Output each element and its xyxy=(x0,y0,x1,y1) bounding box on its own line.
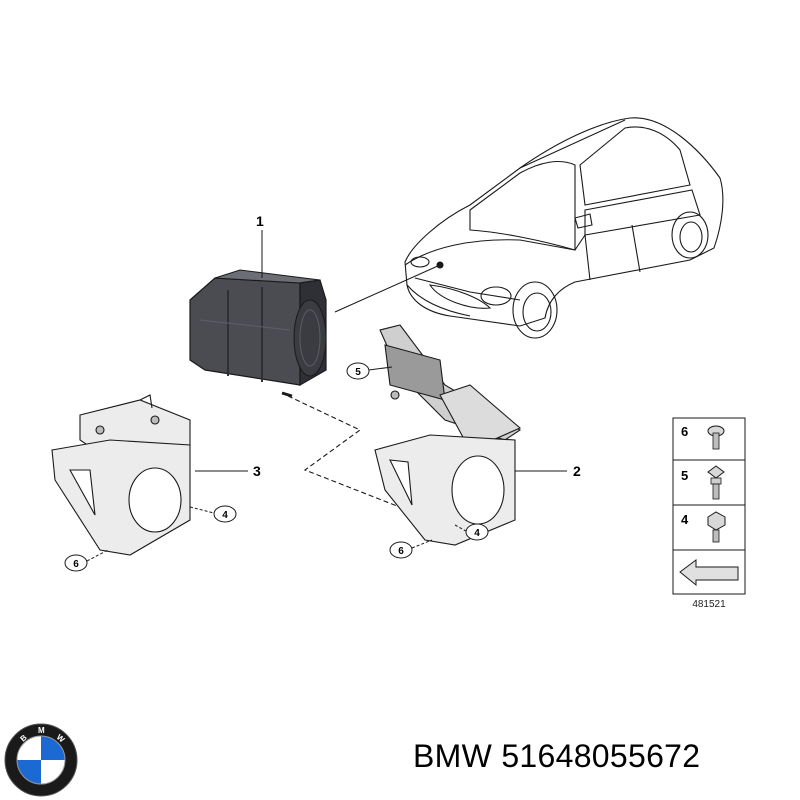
svg-text:5: 5 xyxy=(681,468,688,483)
callout-2: 2 xyxy=(515,463,581,479)
bubble-4-left: 4 xyxy=(189,505,237,523)
svg-text:5: 5 xyxy=(355,367,361,378)
svg-text:6: 6 xyxy=(681,424,688,439)
radar-module xyxy=(189,269,327,398)
svg-text:1: 1 xyxy=(256,213,264,229)
exploded-parts-diagram: 1 2 3 5 4 6 xyxy=(51,117,746,610)
bubble-5: 5 xyxy=(346,362,393,380)
svg-text:M: M xyxy=(38,726,45,735)
svg-text:6: 6 xyxy=(73,559,79,570)
module-location-leader xyxy=(334,264,441,313)
brand-name: BMW xyxy=(413,738,493,774)
svg-text:B: B xyxy=(19,733,29,744)
svg-text:3: 3 xyxy=(253,463,261,479)
fastener-legend: 6 5 4 xyxy=(672,417,746,595)
svg-text:4: 4 xyxy=(474,528,480,539)
svg-text:2: 2 xyxy=(573,463,581,479)
svg-text:6: 6 xyxy=(398,546,404,557)
bubble-6-right: 6 xyxy=(389,539,433,559)
bubble-6-left: 6 xyxy=(64,549,109,572)
front-arrow-icon xyxy=(679,559,739,587)
car-outline xyxy=(404,117,724,339)
right-bracket xyxy=(374,324,522,546)
svg-text:4: 4 xyxy=(681,512,689,527)
svg-text:W: W xyxy=(55,733,67,745)
part-number-label: BMW 51648055672 xyxy=(413,738,700,775)
part-number: 51648055672 xyxy=(501,738,701,774)
svg-text:4: 4 xyxy=(222,510,228,521)
left-bracket xyxy=(51,394,191,556)
legend-item-6: 6 xyxy=(681,424,725,450)
bmw-logo: B M W xyxy=(4,723,78,797)
legend-item-4: 4 xyxy=(681,511,726,543)
mounting-dashed-leader xyxy=(287,395,421,516)
drawing-number: 481521 xyxy=(692,599,726,610)
callout-1: 1 xyxy=(256,213,264,278)
legend-item-5: 5 xyxy=(681,465,725,500)
bubble-4-right: 4 xyxy=(454,523,489,541)
callout-3: 3 xyxy=(195,463,261,479)
